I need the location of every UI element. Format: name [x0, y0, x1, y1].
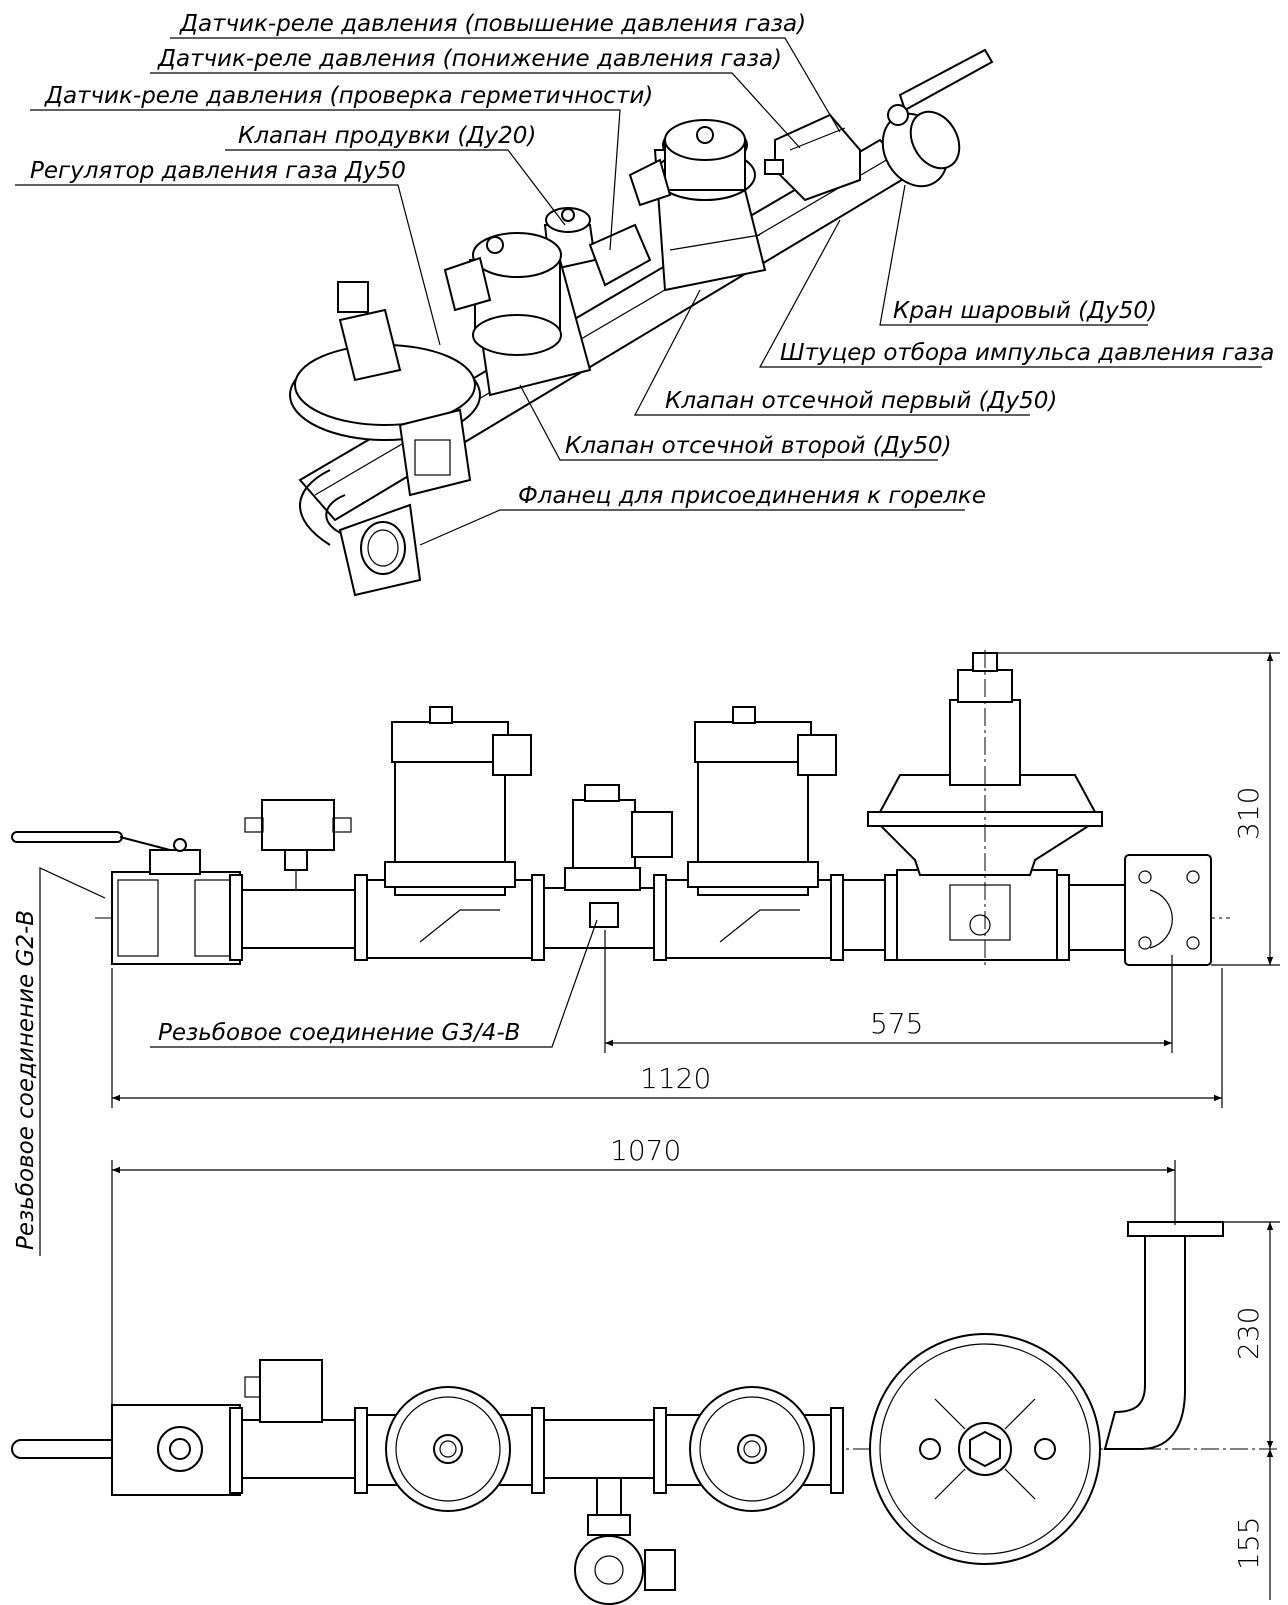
callout-thread-g34: Резьбовое соединение G3/4-B [158, 1020, 520, 1046]
top-shutoff-valve-2 [366, 1386, 545, 1512]
dim-1120: 1120 [640, 1062, 711, 1095]
callout-pressure-relay-high: Датчик-реле давления (повышение давления… [179, 11, 806, 37]
callout-impulse-fitting: Штуцер отбора импульса давления газа [780, 340, 1274, 366]
iso-shutoff-valve-2 [443, 232, 592, 397]
front-regulator [867, 650, 1103, 965]
callout-ball-valve: Кран шаровый (Ду50) [893, 298, 1157, 324]
front-pipe-relay [229, 799, 368, 961]
front-purge-valve [543, 784, 673, 961]
callout-leaders-right [419, 184, 1262, 546]
dim-310: 310 [1232, 787, 1265, 840]
top-view: 1070 230 155 [11, 1134, 1280, 1605]
iso-regulator [289, 281, 481, 497]
dim-575: 575 [870, 1007, 923, 1040]
front-view: Резьбовое соединение G3/4-B Резьбовое со… [11, 650, 1280, 1256]
dim-1070: 1070 [610, 1134, 681, 1167]
isometric-view: Датчик-реле давления (повышение давления… [15, 11, 1274, 597]
front-shutoff-valve-1 [665, 706, 844, 961]
callout-purge-valve: Клапан продувки (Ду20) [238, 123, 536, 149]
callout-leaders-left [15, 37, 841, 346]
iso-ball-valve [881, 48, 994, 188]
iso-pressure-relays [764, 113, 861, 202]
callout-thread-g2: Резьбовое соединение G2-B [13, 910, 39, 1250]
dim-155: 155 [1232, 1517, 1265, 1570]
callout-burner-flange: Фланец для присоединения к горелке [518, 483, 986, 509]
front-burner-flange [1068, 854, 1212, 966]
callout-shutoff-valve-2: Клапан отсечной второй (Ду50) [565, 433, 952, 459]
callout-gas-regulator: Регулятор давления газа Ду50 [30, 158, 406, 184]
iso-pipe [298, 138, 912, 522]
top-pipe-relay [241, 1359, 368, 1494]
iso-shutoff-valve-1 [628, 119, 767, 292]
front-ball-valve [11, 831, 241, 965]
front-shutoff-valve-2 [366, 706, 545, 961]
top-dimensions [111, 1160, 1280, 1600]
iso-burner-flange [299, 469, 422, 597]
callout-pressure-relay-leak: Датчик-реле давления (проверка герметичн… [44, 83, 653, 109]
top-shutoff-valve-1 [665, 1386, 844, 1512]
front-short-pipe [842, 879, 886, 951]
top-purge-valve [543, 1407, 676, 1605]
callout-pressure-relay-low: Датчик-реле давления (понижение давления… [157, 46, 782, 72]
top-ball-valve [11, 1404, 243, 1496]
dim-230: 230 [1232, 1307, 1265, 1360]
callout-shutoff-valve-1: Клапан отсечной первый (Ду50) [665, 388, 1057, 414]
front-dimensions [111, 652, 1280, 1108]
top-regulator [869, 1333, 1101, 1565]
top-burner-flange [1103, 1221, 1224, 1450]
